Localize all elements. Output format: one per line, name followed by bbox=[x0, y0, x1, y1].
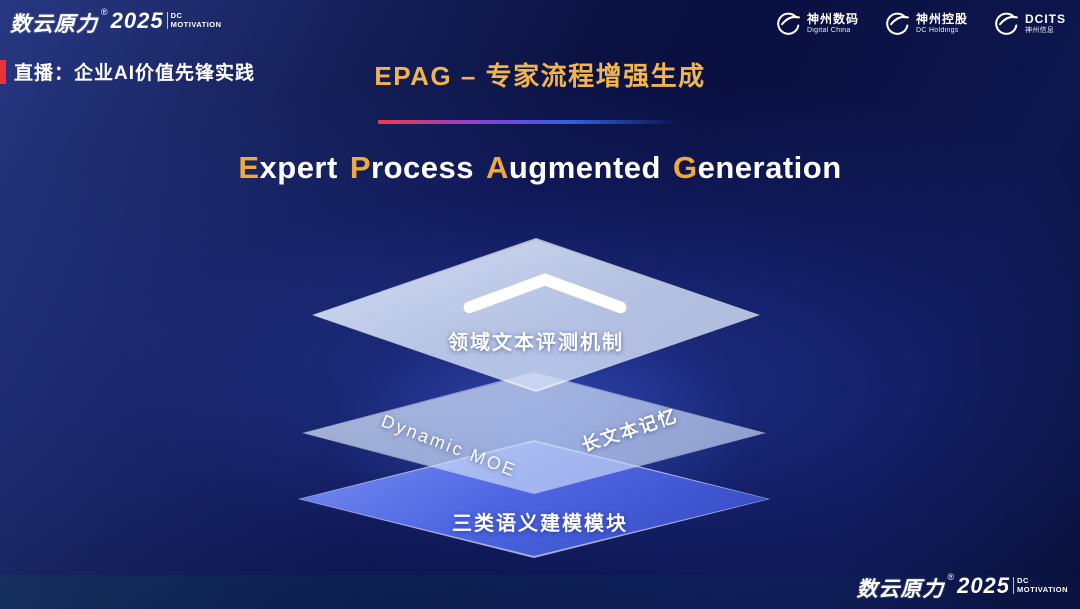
live-caption-text: 直播：企业AI价值先锋实践 bbox=[14, 63, 256, 84]
main-title: Expert Process Augmented Generation bbox=[0, 150, 1080, 186]
title-word: Process bbox=[349, 150, 474, 185]
brand-registered-mark: ® bbox=[101, 7, 108, 17]
brand-name: 数云原力 bbox=[856, 578, 945, 601]
top-layer-label: 领域文本评测机制 bbox=[448, 332, 624, 354]
live-red-bar bbox=[0, 59, 6, 84]
partner-text: 神州数码 Digital China bbox=[807, 12, 859, 35]
partner-name-en: Digital China bbox=[806, 26, 851, 34]
brand-year: 2025 bbox=[957, 573, 1011, 598]
title-word: Augmented bbox=[485, 150, 661, 185]
chevron-up-icon bbox=[447, 266, 643, 320]
digital-china-logo-icon bbox=[774, 10, 801, 37]
partner-text: DCITS 神州信息 bbox=[1025, 12, 1066, 35]
partner-text: 神州控股 DC Holdings bbox=[916, 12, 968, 35]
partner-name-cn: 神州数码 bbox=[806, 12, 859, 27]
brand-logo-top-left: 数云原力 ® 2025 DC MOTIVATION bbox=[10, 7, 222, 38]
title-word: Generation bbox=[673, 150, 842, 185]
brand-name: 数云原力 bbox=[10, 13, 98, 36]
brand-logo-bottom-right: 数云原力 ® 2025 DC MOTIVATION bbox=[856, 572, 1068, 603]
live-caption: 直播：企业AI价值先锋实践 bbox=[0, 58, 255, 85]
gradient-divider bbox=[377, 120, 673, 124]
bottom-strip bbox=[0, 575, 1080, 609]
epag-heading: EPAG – 专家流程增强生成 bbox=[374, 61, 706, 91]
brand-year: 2025 bbox=[110, 8, 164, 33]
brand-subtitle: DC MOTIVATION bbox=[1013, 576, 1068, 595]
partner-name-en: DC Holdings bbox=[915, 26, 959, 34]
partner-dc-holdings: 神州控股 DC Holdings bbox=[883, 10, 968, 37]
partner-name-en: DCITS bbox=[1025, 12, 1066, 27]
brand-subtitle: DC MOTIVATION bbox=[166, 11, 222, 30]
brand-sub-line1: DC bbox=[170, 11, 183, 20]
dcits-logo-icon bbox=[992, 10, 1019, 37]
partner-name-cn: 神州信息 bbox=[1025, 26, 1055, 34]
bottom-layer-label: 三类语义建模模块 bbox=[452, 513, 628, 535]
brand-sub-line2: MOTIVATION bbox=[1017, 584, 1068, 594]
brand-sub-line2: MOTIVATION bbox=[170, 19, 222, 29]
brand-sub-line1: DC bbox=[1017, 576, 1029, 585]
partner-dcits: DCITS 神州信息 bbox=[992, 10, 1066, 37]
title-word: Expert bbox=[238, 150, 338, 185]
brand-registered-mark: ® bbox=[947, 572, 955, 582]
partner-name-cn: 神州控股 bbox=[915, 12, 968, 27]
partner-digital-china: 神州数码 Digital China bbox=[774, 10, 859, 37]
dc-holdings-logo-icon bbox=[883, 10, 910, 37]
partner-logos: 神州数码 Digital China 神州控股 DC Holdings DCIT… bbox=[774, 10, 1066, 37]
